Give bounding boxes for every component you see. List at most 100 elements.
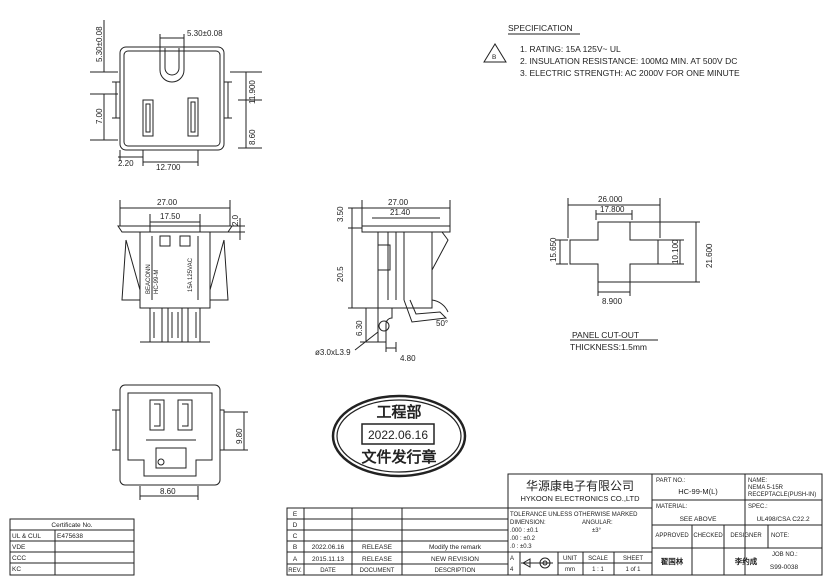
note-symbol: B bbox=[492, 54, 496, 61]
bottom-dim-9-80: 9.80 bbox=[235, 428, 244, 444]
cert-name: CCC bbox=[12, 555, 26, 562]
spec-heading: SPECIFICATION bbox=[508, 23, 573, 33]
bottom-view bbox=[112, 384, 248, 500]
stamp-label: 文件发行章 bbox=[361, 448, 436, 466]
cert-value: E475638 bbox=[57, 533, 83, 540]
stamp-dept: 工程部 bbox=[376, 403, 421, 421]
front-dim-27-00: 27.00 bbox=[157, 198, 178, 207]
side-dim-6-30: 6.30 bbox=[355, 320, 364, 336]
bottom-terminal-right bbox=[177, 399, 193, 431]
rev-document: RELEASE bbox=[362, 556, 393, 563]
right-latch bbox=[209, 239, 229, 301]
rev-date: 2022.06.16 bbox=[312, 544, 345, 551]
cutout-dim-10-100: 10.100 bbox=[671, 239, 680, 264]
top-view-inner-outline bbox=[123, 50, 221, 147]
top-dim-5-30-a: 5.30±0.08 bbox=[187, 29, 223, 38]
rev-letter: E bbox=[293, 511, 298, 518]
company-name-cn: 华源康电子有限公司 bbox=[526, 478, 634, 493]
cutout-dim-26-000: 26.000 bbox=[598, 195, 623, 204]
side-dim-3-50: 3.50 bbox=[336, 206, 345, 222]
side-dim-rivet: ø3.0xL3.9 bbox=[315, 348, 351, 357]
side-dim-27-00: 27.00 bbox=[388, 198, 409, 207]
scale-label: SCALE bbox=[588, 556, 608, 562]
front-terminal-left bbox=[149, 307, 163, 343]
sheet-value: 1 of 1 bbox=[625, 567, 641, 573]
side-latch bbox=[420, 231, 449, 271]
release-stamp bbox=[331, 394, 467, 478]
material-label: MATERIAL: bbox=[656, 504, 688, 510]
cutout-thickness: THICKNESS:1.5mm bbox=[570, 342, 647, 352]
front-label-rating: 15A 125VAC bbox=[188, 257, 194, 292]
unit-label: UNIT bbox=[563, 556, 577, 562]
title-block bbox=[507, 473, 823, 576]
rev-date: 2015.11.13 bbox=[312, 556, 344, 563]
projection-label-a: A bbox=[510, 556, 514, 562]
cert-header: Certificate No. bbox=[51, 522, 92, 529]
rev-description: NEW REVISION bbox=[431, 556, 479, 563]
front-dim-17-50: 17.50 bbox=[160, 212, 181, 221]
tolerance-heading: TOLERANCE UNLESS OTHERWISE MARKED bbox=[510, 512, 638, 518]
tolerance-row: .000 : ±0.1 bbox=[510, 528, 539, 534]
cutout-title: PANEL CUT-OUT bbox=[572, 330, 639, 340]
rev-header-document: DOCUMENT bbox=[360, 568, 395, 574]
tolerance-row: .0 : ±0.3 bbox=[510, 544, 532, 550]
rev-letter: C bbox=[293, 533, 298, 540]
spec-item-3: 3. ELECTRIC STRENGTH: AC 2000V FOR ONE M… bbox=[520, 68, 740, 78]
rev-letter: B bbox=[293, 544, 297, 551]
tolerance-row: .00 : ±0.2 bbox=[510, 536, 536, 542]
side-dim-angle: 50° bbox=[436, 319, 448, 328]
top-dim-7-00: 7.00 bbox=[95, 108, 104, 124]
tolerance-angular-label: ANGULAR: bbox=[582, 520, 613, 526]
name-value-line1: NEMA 5-15R bbox=[748, 485, 784, 491]
approved-by: 翟国林 bbox=[661, 556, 684, 566]
top-dim-2-20: 2.20 bbox=[118, 159, 134, 168]
front-terminal-center bbox=[167, 307, 183, 343]
side-view bbox=[348, 200, 451, 352]
top-dim-8-60: 8.60 bbox=[248, 129, 257, 145]
unit-value: mm bbox=[565, 567, 575, 573]
bottom-ground-terminal bbox=[155, 447, 187, 469]
rev-letter: A bbox=[293, 556, 298, 563]
rev-header-date: DATE bbox=[320, 568, 336, 574]
ground-slot bbox=[159, 48, 185, 83]
rivet-hole bbox=[378, 320, 390, 332]
rev-header-description: DESCRIPTION bbox=[434, 568, 475, 574]
note-label: NOTE: bbox=[771, 533, 790, 539]
certificate-table bbox=[9, 518, 135, 576]
front-view-flange bbox=[117, 225, 233, 233]
job-no-label: JOB NO.: bbox=[772, 552, 798, 558]
bottom-terminal-left bbox=[149, 399, 165, 431]
part-no-value: HC-99-M(L) bbox=[678, 487, 718, 496]
side-view-flange bbox=[361, 225, 451, 233]
projection-symbol-icon bbox=[521, 557, 553, 569]
spec-item-2: 2. INSULATION RESISTANCE: 100MΩ MIN. AT … bbox=[520, 56, 737, 66]
side-dim-21-40: 21.40 bbox=[390, 208, 411, 217]
stamp-date: 2022.06.16 bbox=[368, 428, 428, 442]
spec-item-1: 1. RATING: 15A 125V~ UL bbox=[520, 44, 621, 54]
side-dim-20-5: 20.5 bbox=[336, 266, 345, 282]
rev-document: RELEASE bbox=[362, 544, 393, 551]
top-view-outline bbox=[119, 46, 225, 151]
front-dim-2-0: 2.0 bbox=[231, 214, 240, 226]
front-label-brand: BEACONN bbox=[146, 264, 152, 294]
designer-name: 李约成 bbox=[734, 556, 758, 566]
checked-label: CHECKED bbox=[693, 533, 723, 539]
sheet-label: SHEET bbox=[623, 556, 643, 562]
spec-label: SPEC.: bbox=[748, 504, 768, 510]
note-triangle-icon bbox=[483, 43, 507, 63]
line-slot bbox=[187, 97, 199, 137]
approved-label: APPROVED bbox=[655, 533, 689, 539]
part-no-label: PART NO.: bbox=[656, 478, 686, 484]
rev-header-rev: REV. bbox=[288, 568, 302, 574]
rev-letter: D bbox=[293, 522, 298, 529]
projection-label-4: 4 bbox=[510, 567, 514, 573]
bottom-view-outline bbox=[119, 384, 221, 486]
name-label: NAME: bbox=[748, 478, 767, 484]
cutout-dim-21-600: 21.600 bbox=[705, 243, 714, 268]
side-dim-4-80: 4.80 bbox=[400, 354, 416, 363]
company-name-en: HYKOON ELECTRONICS CO.,LTD bbox=[520, 494, 640, 503]
material-value: SEE ABOVE bbox=[680, 516, 718, 523]
name-value-line2: RECEPTACLE(PUSH-IN) bbox=[748, 492, 816, 498]
scale-value: 1 : 1 bbox=[592, 567, 604, 573]
